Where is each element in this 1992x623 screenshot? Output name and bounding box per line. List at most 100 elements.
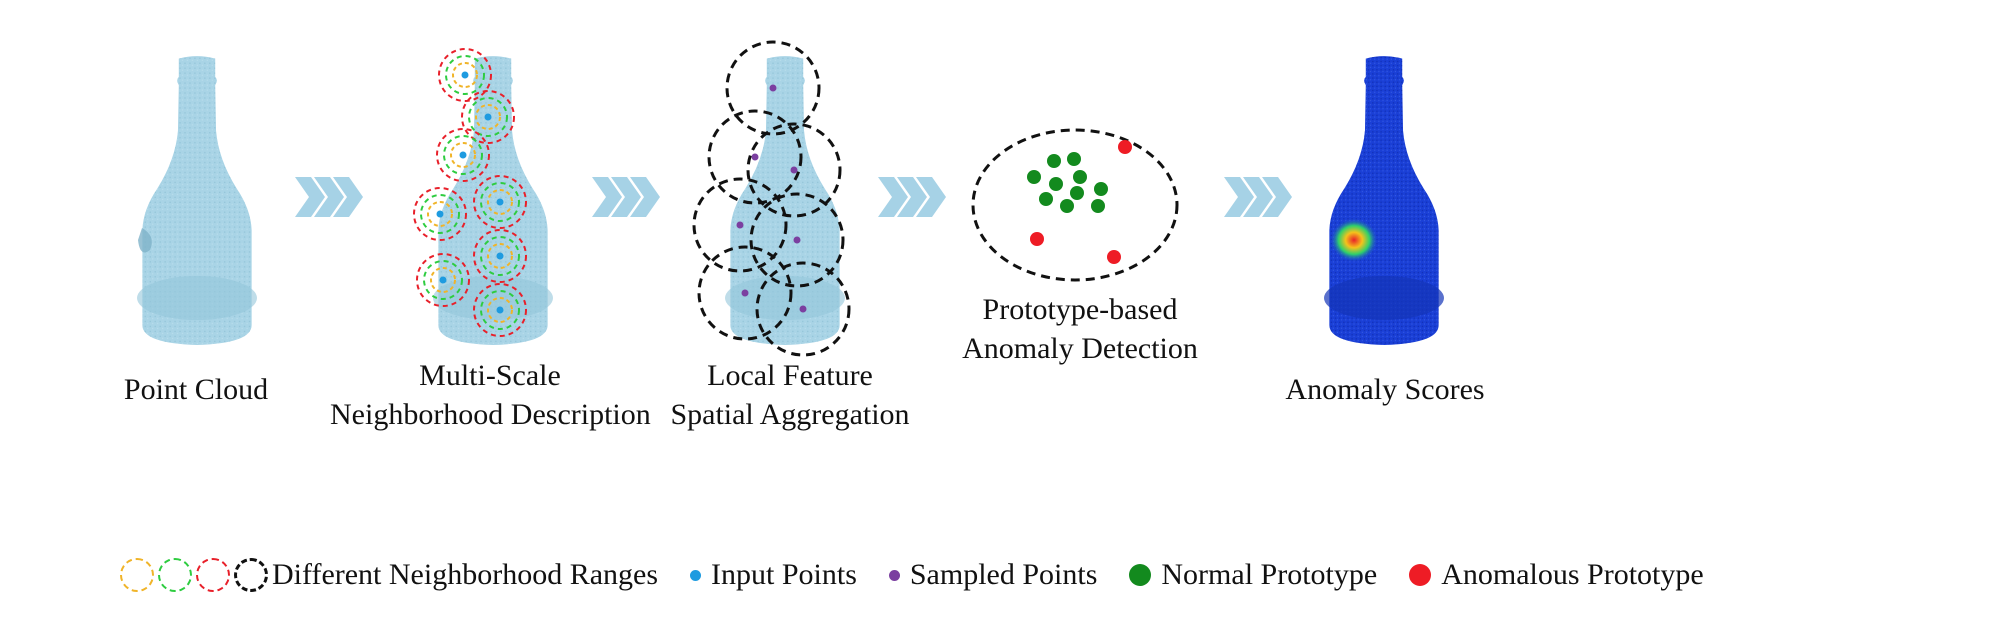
caption-point-cloud: Point Cloud xyxy=(123,373,269,406)
green-neighborhood-ring xyxy=(480,236,520,276)
aggregation-circle xyxy=(697,245,793,341)
legend-normal-label: Normal Prototype xyxy=(1161,558,1378,591)
black-ring-icon xyxy=(234,558,268,592)
aggregation-circle xyxy=(755,261,851,357)
yellow-neighborhood-ring xyxy=(487,189,513,215)
input-point xyxy=(496,198,504,206)
normal-prototype-point xyxy=(1039,192,1053,206)
normal-prototype-point xyxy=(1070,186,1084,200)
caption-anomaly-scores: Anomaly Scores xyxy=(1285,373,1485,406)
yellow-neighborhood-ring xyxy=(487,243,513,269)
normal-prototype-point xyxy=(1073,170,1087,184)
red-neighborhood-ring xyxy=(473,175,527,229)
yellow-neighborhood-ring xyxy=(487,297,513,323)
yellow-neighborhood-ring xyxy=(450,142,476,168)
prototypes xyxy=(1027,140,1132,264)
input-point xyxy=(459,151,467,159)
caption-local-feature-line1: Local Feature xyxy=(707,359,873,392)
red-neighborhood-ring xyxy=(438,48,492,102)
caption-multi-scale: Multi-Scale Neighborhood Description xyxy=(330,356,651,434)
caption-multi-scale-line2: Neighborhood Description xyxy=(330,398,651,431)
input-point xyxy=(484,113,492,121)
arrow-1-icon xyxy=(295,177,363,217)
normal-prototype-point xyxy=(1094,182,1108,196)
sampled-point xyxy=(769,84,777,92)
normal-prototype-point xyxy=(1047,154,1061,168)
aggregation-circle xyxy=(746,122,842,218)
red-neighborhood-ring xyxy=(473,283,527,337)
anomalous-prototype-point xyxy=(1118,140,1132,154)
normal-prototype-point xyxy=(1091,199,1105,213)
legend-input-points: Input Points xyxy=(684,558,857,592)
yellow-ring-icon xyxy=(120,558,154,592)
green-ring-icon xyxy=(158,558,192,592)
red-neighborhood-ring xyxy=(416,253,470,307)
normal-prototype-icon xyxy=(1129,564,1152,586)
input-point xyxy=(461,71,469,79)
arrow-3-icon xyxy=(878,177,946,217)
legend-sampled-points: Sampled Points xyxy=(883,558,1098,592)
caption-multi-scale-line1: Multi-Scale xyxy=(419,359,561,392)
sampled-point-icon xyxy=(888,569,900,581)
caption-local-feature-line2: Spatial Aggregation xyxy=(670,398,910,431)
input-point-icon xyxy=(690,569,702,581)
input-point xyxy=(436,210,444,218)
input-point xyxy=(439,276,447,284)
legend-input-label: Input Points xyxy=(711,558,857,591)
normal-prototype-point xyxy=(1049,177,1063,191)
yellow-neighborhood-ring xyxy=(427,201,453,227)
sampled-point xyxy=(751,153,759,161)
green-neighborhood-ring xyxy=(480,182,520,222)
green-neighborhood-ring xyxy=(468,97,508,137)
sampled-point xyxy=(799,305,807,313)
aggregation-circle xyxy=(692,177,788,273)
red-neighborhood-ring xyxy=(413,187,467,241)
point-cloud-bottle xyxy=(137,56,257,346)
legend-normal-prototype: Normal Prototype xyxy=(1123,558,1377,592)
prototype-region xyxy=(971,128,1179,282)
yellow-neighborhood-ring xyxy=(430,267,456,293)
legend-neighborhood-label: Different Neighborhood Ranges xyxy=(272,558,659,591)
anomalous-prototype-point xyxy=(1107,250,1121,264)
caption-prototype-line2: Anomaly Detection xyxy=(962,332,1198,365)
sampled-point xyxy=(793,236,801,244)
green-neighborhood-ring xyxy=(445,55,485,95)
anomaly-score-bottle xyxy=(1324,56,1444,346)
sampled-point xyxy=(741,289,749,297)
caption-local-feature: Local Feature Spatial Aggregation xyxy=(660,356,920,434)
yellow-neighborhood-ring xyxy=(452,62,478,88)
dent-defect xyxy=(138,228,152,253)
normal-prototype-point xyxy=(1060,199,1074,213)
yellow-neighborhood-ring xyxy=(475,104,501,130)
aggregation-circle xyxy=(725,40,821,136)
anomalous-prototype-icon xyxy=(1409,564,1432,586)
legend-sampled-label: Sampled Points xyxy=(909,558,1098,591)
arrow-2-icon xyxy=(592,177,660,217)
green-neighborhood-ring xyxy=(480,290,520,330)
sampled-point xyxy=(736,221,744,229)
legend-anomalous-label: Anomalous Prototype xyxy=(1441,558,1704,591)
green-neighborhood-ring xyxy=(423,260,463,300)
legend-neighborhood-ranges: Different Neighborhood Ranges xyxy=(120,558,658,592)
multi-scale-neighborhoods xyxy=(413,48,527,337)
anomalous-prototype-point xyxy=(1030,232,1044,246)
aggregation-circle xyxy=(749,192,845,288)
arrow-4-icon xyxy=(1224,177,1292,217)
green-neighborhood-ring xyxy=(420,194,460,234)
aggregation-circle xyxy=(707,109,803,205)
input-point xyxy=(496,252,504,260)
red-ring-icon xyxy=(196,558,230,592)
normal-prototype-point xyxy=(1067,152,1081,166)
green-neighborhood-ring xyxy=(443,135,483,175)
caption-prototype-line1: Prototype-based xyxy=(982,293,1178,326)
legend-anomalous-prototype: Anomalous Prototype xyxy=(1403,558,1704,592)
caption-prototype: Prototype-based Anomaly Detection xyxy=(950,290,1210,368)
aggregation-regions xyxy=(692,40,851,357)
normal-prototype-point xyxy=(1027,170,1041,184)
red-neighborhood-ring xyxy=(436,128,490,182)
input-point xyxy=(496,306,504,314)
red-neighborhood-ring xyxy=(473,229,527,283)
red-neighborhood-ring xyxy=(461,90,515,144)
local-feature-bottle xyxy=(725,56,845,346)
